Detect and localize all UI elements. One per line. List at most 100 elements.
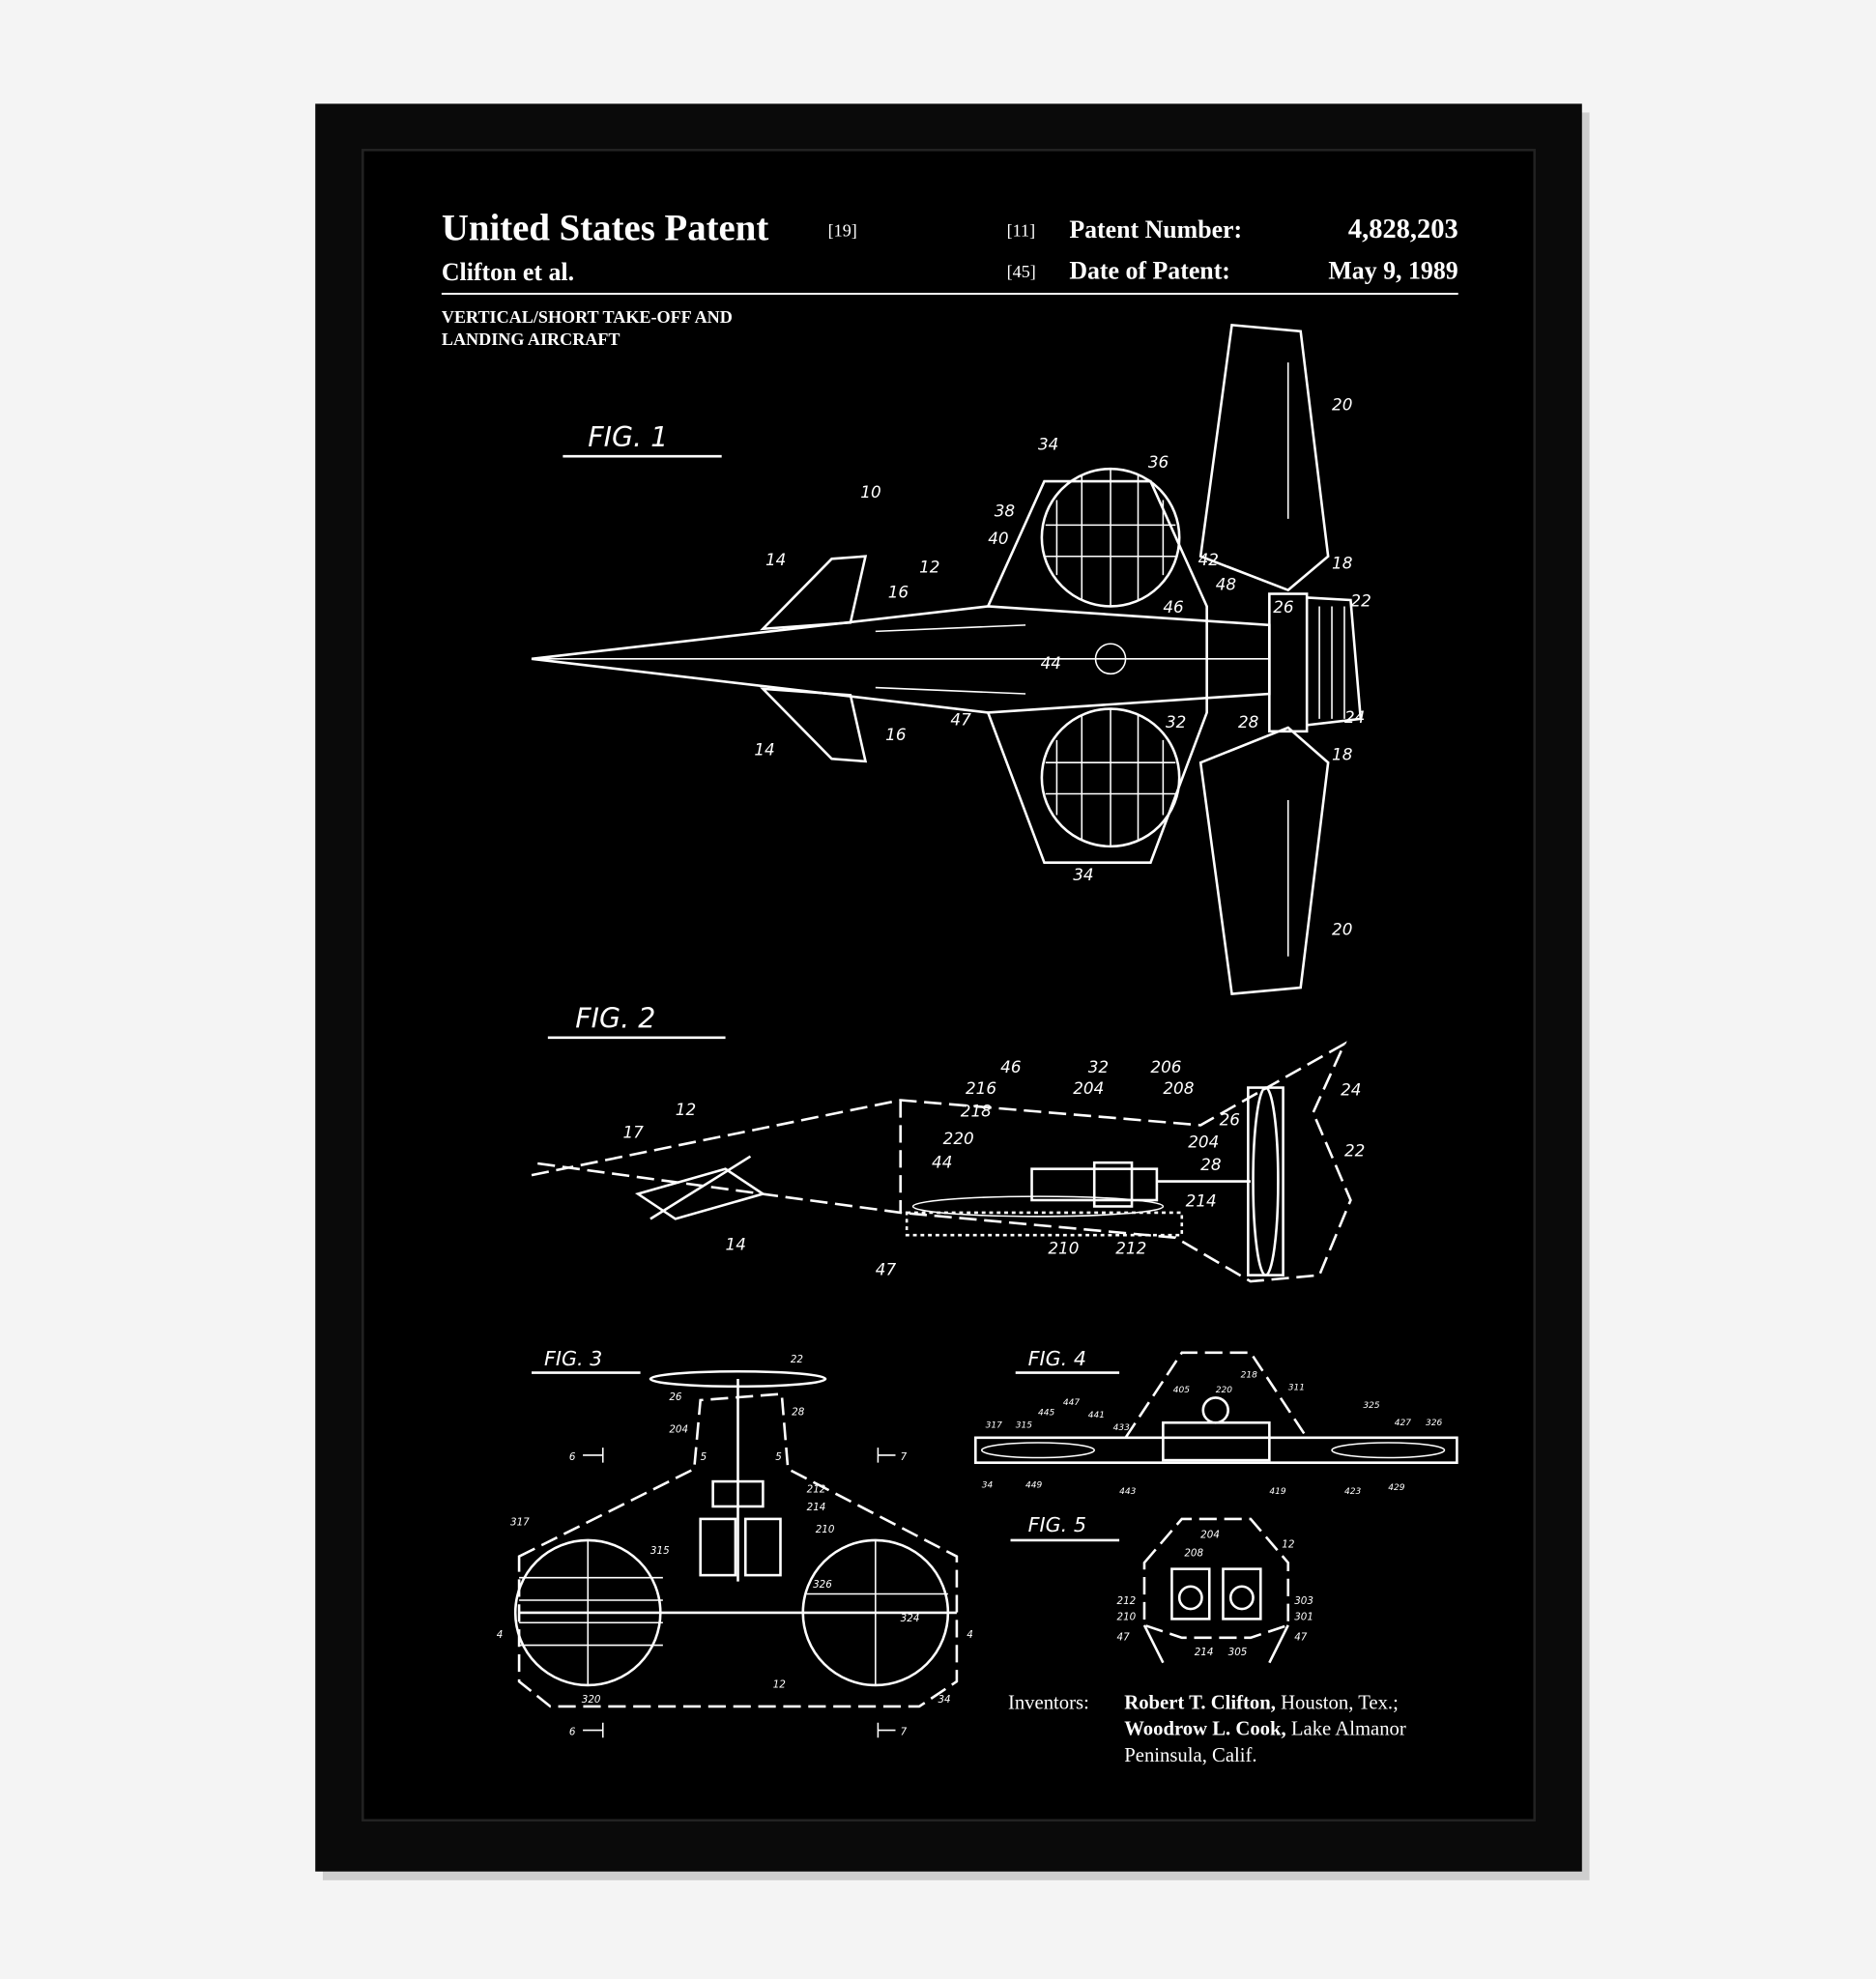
fig1-callout-label: 28: [1238, 712, 1258, 731]
fig1-label: FIG. 1: [588, 421, 668, 453]
fig1-callout-label: 38: [995, 501, 1015, 520]
frame-inner-bevel: [361, 148, 1536, 1821]
fig2-label: FIG. 2: [575, 1002, 655, 1034]
fig5-callout-label: 212: [1117, 1595, 1137, 1607]
fig2-callout-label: 32: [1088, 1057, 1109, 1076]
inventor-line-1: Robert T. Clifton, Houston, Tex.;: [1124, 1693, 1399, 1714]
fig4-callout-label: 449: [1025, 1481, 1043, 1491]
fig4-callout-label: 34: [982, 1481, 994, 1491]
figure-2-drawing: FIG. 2: [531, 1002, 1352, 1283]
fig3-callout-label: 324: [901, 1613, 920, 1624]
fig1-callout-label: 14: [765, 550, 786, 569]
fig2-callout-label: 212: [1115, 1239, 1146, 1258]
fig4-callout-label: 326: [1426, 1419, 1443, 1428]
fig2-callout-label: 22: [1344, 1141, 1365, 1161]
fig3-callout-label: 5: [775, 1451, 782, 1463]
fig5-callout-label: 208: [1184, 1548, 1203, 1560]
fig3-callout-label: 6: [569, 1451, 576, 1463]
fig3-callout-label: 26: [669, 1391, 682, 1403]
fig2-callout-label: 14: [726, 1235, 746, 1254]
number-label: Patent Number:: [1069, 215, 1242, 244]
fig3-label: FIG. 3: [544, 1347, 602, 1370]
fig4-callout-label: 220: [1216, 1386, 1233, 1395]
number-code: [11]: [1007, 221, 1036, 241]
fig3-callout-label: 5: [701, 1451, 707, 1463]
fig3-callout-label: 4: [497, 1629, 504, 1641]
fig3-callout-label: 7: [901, 1451, 908, 1463]
fig5-callout-label: 204: [1200, 1529, 1220, 1540]
fig3-callout-label: 317: [510, 1516, 530, 1528]
fig4-callout-label: 441: [1088, 1411, 1105, 1420]
fig5-callout-label: 210: [1117, 1612, 1137, 1623]
fig3-callout-label: 7: [901, 1727, 908, 1738]
fig3-callout-label: 326: [813, 1579, 832, 1591]
inventors-label: Inventors:: [1008, 1693, 1089, 1714]
fig2-callout-label: 12: [676, 1100, 696, 1119]
fig2-callout-label: 204: [1073, 1078, 1104, 1098]
fig3-callout-label: 4: [967, 1629, 973, 1641]
fig1-callout-label: 42: [1198, 550, 1219, 569]
fig2-callout-label: 46: [1000, 1057, 1021, 1076]
fig3-callout-label: 6: [569, 1727, 576, 1738]
fig2-callout-label: 210: [1048, 1239, 1079, 1258]
number-value: 4,828,203: [1348, 215, 1458, 244]
fig1-callout-label: 14: [754, 739, 774, 759]
fig4-callout-label: 311: [1288, 1384, 1305, 1393]
fig5-callout-label: 12: [1282, 1539, 1294, 1551]
fig1-callout-label: 18: [1332, 554, 1352, 573]
fig2-callout-label: 17: [622, 1122, 644, 1141]
fig3-callout-label: 212: [807, 1484, 826, 1496]
fig5-callout-label: 301: [1294, 1612, 1313, 1623]
fig2-callout-label: 24: [1341, 1079, 1361, 1099]
fig2-callout-label: 220: [943, 1129, 974, 1148]
fig5-callout-label: 47: [1294, 1631, 1308, 1643]
fig1-callout-label: 34: [1038, 435, 1058, 454]
fig3-callout-label: 320: [582, 1694, 601, 1706]
fig4-callout-label: 405: [1173, 1386, 1191, 1395]
fig2-callout-label: 218: [961, 1101, 992, 1120]
fig1-callout-label: 34: [1073, 865, 1093, 884]
fig4-label: FIG. 4: [1028, 1347, 1086, 1370]
date-code: [45]: [1007, 262, 1036, 281]
section-line-marks: [583, 1448, 896, 1738]
fig3-callout-label: 12: [773, 1679, 786, 1691]
fig2-callout-label: 204: [1188, 1133, 1219, 1152]
fig2-callout-label: 44: [932, 1152, 952, 1171]
fig3-callout-label: 210: [816, 1524, 835, 1535]
fig2-callout-label: 214: [1186, 1190, 1217, 1210]
fig1-callout-label: 18: [1332, 745, 1352, 764]
fig2-callout-label: 28: [1200, 1155, 1221, 1174]
inventor-line-3: Peninsula, Calif.: [1124, 1745, 1256, 1766]
fig1-callout-label: 12: [919, 558, 939, 577]
fig1-callout-label: 22: [1350, 590, 1371, 610]
fig4-callout-label: 315: [1016, 1420, 1033, 1430]
invention-title-line-2: LANDING AIRCRAFT: [442, 330, 621, 349]
fig1-callout-label: 20: [1332, 394, 1352, 414]
fig1-callout-label: 16: [888, 582, 909, 601]
inventor-line-2: Woodrow L. Cook, Lake Almanor: [1124, 1719, 1406, 1740]
fig4-callout-label: 325: [1363, 1401, 1380, 1411]
fig1-callout-label: 46: [1163, 597, 1183, 617]
date-value: May 9, 1989: [1328, 257, 1458, 285]
fig4-callout-label: 423: [1344, 1487, 1362, 1497]
date-label: Date of Patent:: [1069, 257, 1230, 285]
fig2-callout-label: 208: [1163, 1078, 1194, 1098]
fig4-callout-label: 317: [986, 1420, 1003, 1430]
fig1-callout-label: 40: [988, 529, 1008, 548]
fig2-callout-label: 206: [1150, 1057, 1181, 1076]
fig4-callout-label: 443: [1119, 1487, 1137, 1497]
fig5-label: FIG. 5: [1028, 1513, 1086, 1536]
fig1-callout-label: 20: [1332, 920, 1352, 939]
fig4-callout-label: 429: [1388, 1483, 1405, 1493]
fig4-callout-label: 427: [1395, 1419, 1412, 1428]
fig5-callout-label: 214: [1195, 1647, 1214, 1658]
fig1-callout-label: 44: [1041, 653, 1061, 673]
fig1-callout-label: 48: [1216, 575, 1236, 594]
fig3-callout-label: 28: [792, 1407, 805, 1419]
fig2-callout-label: 26: [1220, 1109, 1240, 1129]
fig4-callout-label: 419: [1269, 1487, 1286, 1497]
mat-black: [363, 151, 1534, 1820]
figure-5-drawing: FIG. 5: [1010, 1513, 1290, 1664]
fig5-callout-label: 47: [1117, 1631, 1131, 1643]
